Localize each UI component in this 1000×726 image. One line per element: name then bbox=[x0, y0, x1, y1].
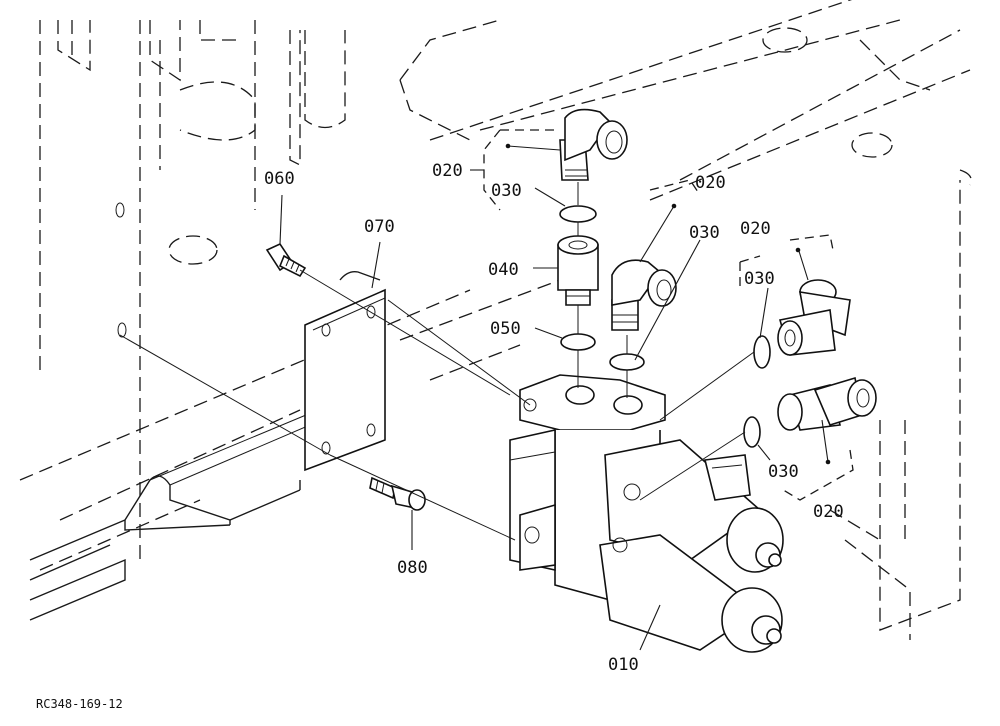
label-020-right-lower: 020 bbox=[813, 502, 844, 522]
label-020-top: 020 bbox=[432, 161, 463, 181]
background-frame bbox=[19, 0, 972, 640]
adapter-040 bbox=[557, 235, 599, 306]
label-060: 060 bbox=[264, 169, 295, 189]
leader-dot bbox=[671, 203, 677, 209]
label-070: 070 bbox=[364, 217, 395, 237]
o-ring-030-right-upper bbox=[753, 335, 771, 369]
valve-assembly-010 bbox=[509, 374, 784, 653]
leader-dot bbox=[825, 459, 831, 465]
leader-dot bbox=[795, 247, 801, 253]
label-050: 050 bbox=[490, 319, 521, 339]
o-ring-030-middle bbox=[609, 353, 645, 371]
leader-dot bbox=[505, 143, 511, 149]
label-030-middle: 030 bbox=[689, 223, 720, 243]
bolt-060 bbox=[265, 242, 307, 278]
label-040: 040 bbox=[488, 260, 519, 280]
label-010: 010 bbox=[608, 655, 639, 675]
leader-lines bbox=[279, 143, 831, 651]
label-030-right-lower: 030 bbox=[768, 462, 799, 482]
elbow-fitting-020-middle bbox=[611, 259, 677, 331]
o-ring-030-top bbox=[559, 205, 597, 223]
bolt-080 bbox=[369, 476, 426, 511]
o-ring-050 bbox=[560, 333, 596, 351]
label-020-middle: 020 bbox=[695, 173, 726, 193]
plate-070 bbox=[304, 288, 386, 472]
label-020-right-upper: 020 bbox=[740, 219, 771, 239]
o-ring-030-right-lower bbox=[743, 416, 761, 448]
assembly-centerlines bbox=[119, 182, 755, 541]
label-030-top: 030 bbox=[491, 181, 522, 201]
elbow-fitting-020-top bbox=[559, 108, 628, 181]
label-080: 080 bbox=[397, 558, 428, 578]
part-labels: 020 030 040 050 020 030 020 030 030 020 … bbox=[264, 161, 844, 675]
drawing-reference-code: RC348-169-12 bbox=[36, 697, 123, 711]
label-030-right-upper: 030 bbox=[744, 269, 775, 289]
elbow-fitting-020-right-lower bbox=[777, 376, 877, 431]
elbow-fitting-020-right-upper bbox=[777, 279, 851, 356]
